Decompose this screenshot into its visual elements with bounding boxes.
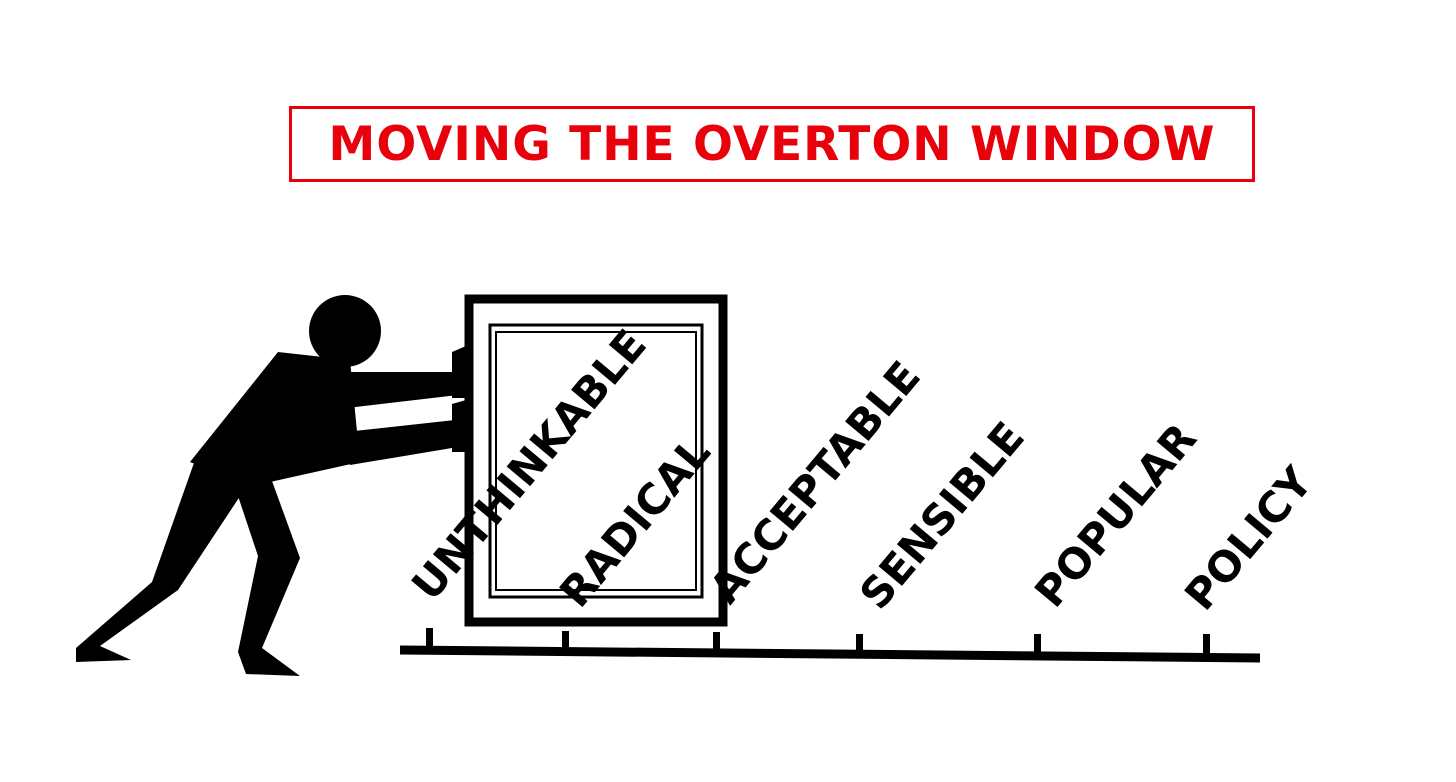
axis-line <box>399 645 1261 663</box>
person-pushing-icon <box>76 295 466 676</box>
spectrum-labels: UNTHINKABLE RADICAL ACCEPTABLE SENSIBLE … <box>402 320 1322 619</box>
spectrum-label-policy: POLICY <box>1175 457 1322 619</box>
page-title: MOVING THE OVERTON WINDOW <box>328 116 1216 172</box>
person-upper-arm <box>322 372 458 410</box>
person-lower-arm <box>345 420 458 465</box>
window-inner-frame-line <box>495 331 697 591</box>
window-outer-frame <box>464 294 728 627</box>
person-front-leg <box>232 470 300 676</box>
person-head <box>309 295 381 367</box>
axis-tick <box>426 628 433 650</box>
title-box: MOVING THE OVERTON WINDOW <box>289 106 1255 182</box>
person-hand-bottom <box>452 400 466 452</box>
spectrum-axis <box>399 628 1261 663</box>
axis-tick <box>1034 634 1041 654</box>
person-back-leg <box>76 460 252 662</box>
axis-tick <box>562 631 569 651</box>
person-torso <box>190 352 360 482</box>
axis-tick <box>856 634 863 654</box>
axis-tick <box>713 632 720 652</box>
window-inner-frame <box>488 323 704 599</box>
window-frame-icon <box>464 294 728 627</box>
axis-tick <box>1203 634 1210 654</box>
person-hand-top <box>452 346 466 398</box>
spectrum-label-radical: RADICAL <box>550 428 720 617</box>
